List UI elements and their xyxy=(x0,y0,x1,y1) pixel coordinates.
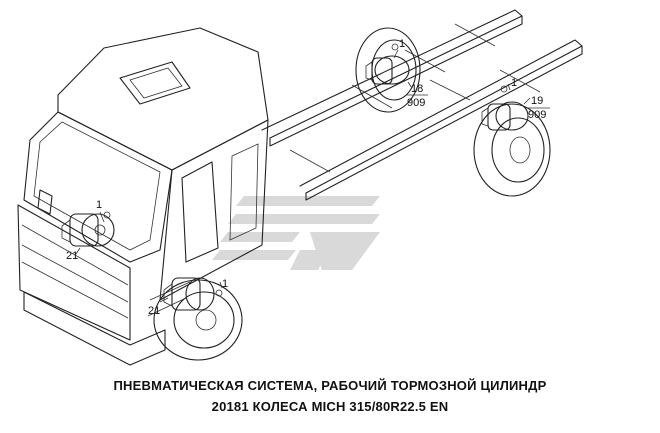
brake-cylinder-19 xyxy=(481,101,529,131)
caption-subtitle: 20181 КОЛЕСА MICH 315/80R22.5 EN xyxy=(211,399,449,414)
chassis-frame xyxy=(261,9,583,201)
callout-21-front-right: 21 xyxy=(148,305,160,317)
callout-19-number: 19 xyxy=(531,95,543,107)
leader-lines xyxy=(75,49,550,303)
callout-19-sheet: 909 xyxy=(528,109,546,121)
rear-wheel-lower xyxy=(473,103,551,197)
truck-cab xyxy=(17,27,269,366)
bolt-icons xyxy=(103,43,508,297)
callout-1-front-right: 1 xyxy=(222,278,228,290)
brake-cylinder-18 xyxy=(365,55,410,85)
watermark-logo xyxy=(212,196,380,270)
brake-cylinder-21-left xyxy=(61,213,115,247)
callout-18-number: 18 xyxy=(411,83,423,95)
callout-21-front-left: 21 xyxy=(66,250,78,262)
callout-1-rear-lower: 1 xyxy=(511,77,517,89)
caption-title: ПНЕВМАТИЧЕСКАЯ СИСТЕМА, РАБОЧИЙ ТОРМОЗНО… xyxy=(113,378,547,393)
callout-1-rear-upper: 1 xyxy=(399,38,405,50)
callout-18-sheet: 909 xyxy=(407,97,425,109)
brake-cylinder-21-right xyxy=(163,277,215,311)
callout-1-front-left: 1 xyxy=(96,199,102,211)
